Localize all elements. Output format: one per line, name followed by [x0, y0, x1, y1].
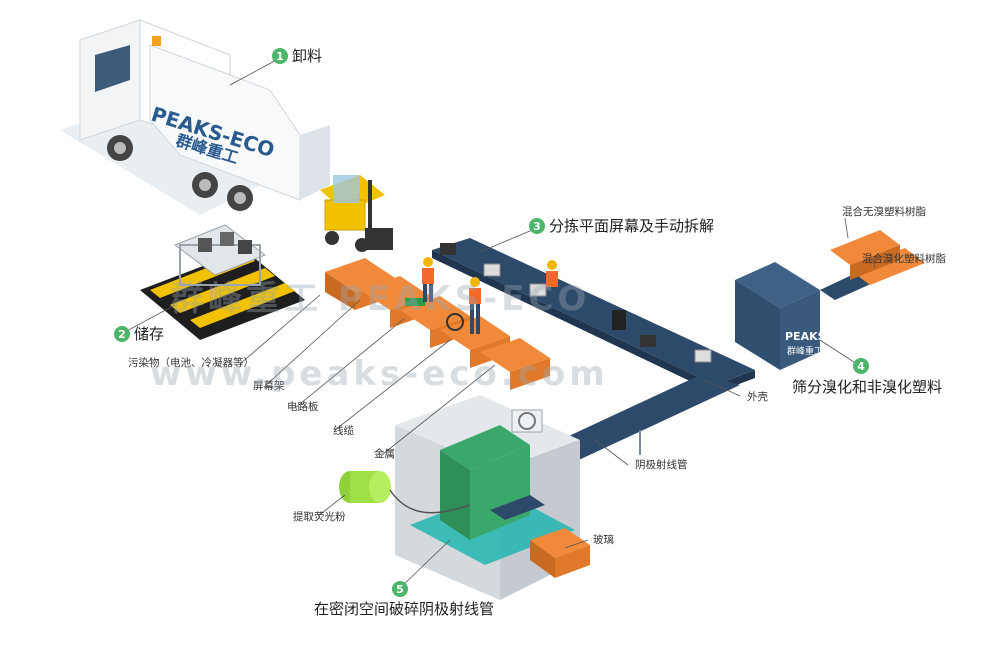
step-4: 4 筛分溴化和非溴化塑料: [792, 358, 942, 396]
machine-brand-en: PEAKS-ECO: [785, 330, 855, 343]
step-label-2: 储存: [134, 325, 164, 343]
label-circuit-board: 电路板: [287, 400, 319, 413]
machine-brand-cn: 群峰重工: [787, 345, 823, 357]
label-glass: 玻璃: [593, 533, 614, 546]
label-pollutants: 污染物（电池、冷凝器等）: [128, 356, 254, 369]
step-marker-1: [272, 48, 288, 64]
label-phosphor: 提取荧光粉: [293, 510, 346, 523]
screening-machine: PEAKS-ECO 群峰重工: [735, 230, 925, 370]
step-marker-4: [853, 358, 869, 374]
label-casing: 外壳: [747, 390, 768, 403]
label-mixed-bromine: 混合溴化塑料树脂: [862, 252, 946, 265]
leader-lines: [122, 56, 876, 589]
step-5: 5 在密闭空间破碎阴极射线管: [314, 581, 494, 618]
step-label-1: 卸料: [292, 47, 322, 65]
step-number-3: 3: [533, 220, 541, 233]
watermark-line-1: 群峰重工 PEAKS-ECO: [170, 279, 590, 319]
step-2: 2 储存: [114, 325, 164, 343]
forklift: [320, 175, 393, 252]
sorting-conveyor: [432, 238, 755, 393]
output-bins: [325, 258, 550, 390]
label-cable: 线缆: [333, 424, 354, 437]
step-1: 1 卸料: [272, 47, 322, 65]
truck: PEAKS-ECO 群峰重工: [60, 19, 330, 215]
label-crt: 阴极射线管: [635, 458, 688, 471]
storage-area: [140, 224, 305, 340]
label-screen-frame: 屏幕架: [253, 379, 285, 392]
watermark-line-2: www.peaks-eco.com: [150, 354, 609, 394]
workers: [422, 257, 558, 334]
step-number-1: 1: [276, 50, 284, 63]
step-number-5: 5: [396, 583, 404, 596]
step-label-4: 筛分溴化和非溴化塑料: [792, 378, 942, 396]
step-number-4: 4: [857, 360, 865, 373]
step-label-3: 分拣平面屏幕及手动拆解: [549, 217, 714, 235]
label-mixed-non-bromine: 混合无溴塑料树脂: [842, 205, 926, 218]
worker: [546, 260, 558, 301]
step-label-5: 在密闭空间破碎阴极射线管: [314, 600, 494, 618]
step-number-2: 2: [118, 328, 126, 341]
label-metal: 金属: [374, 447, 395, 460]
worker: [469, 277, 481, 334]
worker: [422, 257, 434, 302]
step-3: 3 分拣平面屏幕及手动拆解: [529, 217, 714, 235]
step-marker-5: [392, 581, 408, 597]
step-marker-2: [114, 326, 130, 342]
step-marker-3: [529, 218, 545, 234]
glass-bin: [530, 528, 590, 578]
